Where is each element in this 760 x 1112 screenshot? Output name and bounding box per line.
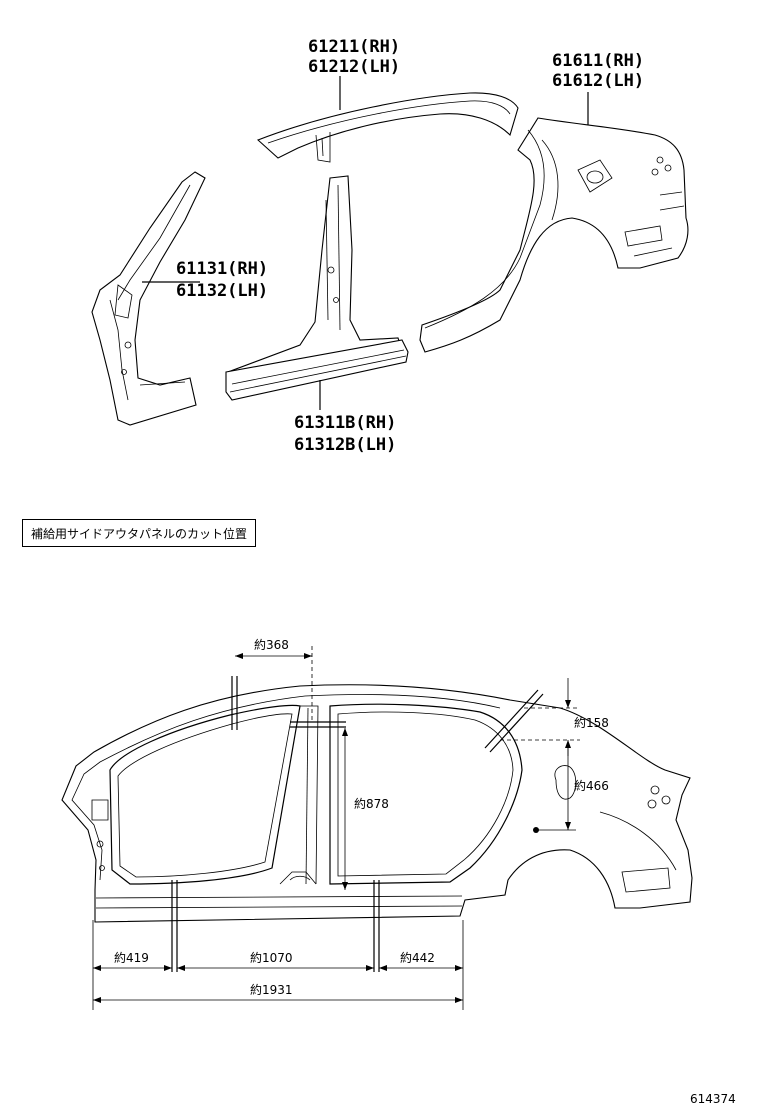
dim-pillar-height: 約878 xyxy=(354,796,389,811)
front-pillar-part xyxy=(91,171,206,426)
dim-mid-rocker: 約1070 xyxy=(250,950,293,965)
quarter-panel-rh-label: 61611(RH) xyxy=(552,51,644,71)
roof-rail-lh-label: 61212(LH) xyxy=(308,57,400,77)
dim-rear-lower: 約466 xyxy=(574,778,609,793)
front-pillar-rh-label: 61131(RH) xyxy=(176,259,268,279)
dimension-lines xyxy=(92,646,580,1010)
rocker-rh-label: 61311B(RH) xyxy=(294,413,396,433)
dim-rear-rocker: 約442 xyxy=(400,950,435,965)
quarter-panel-lh-label: 61612(LH) xyxy=(552,71,644,91)
section-caption: 補給用サイドアウタパネルのカット位置 xyxy=(22,519,257,547)
dim-overall: 約1931 xyxy=(250,982,293,997)
side-outer-panel xyxy=(61,684,693,923)
dim-front-rocker: 約419 xyxy=(114,950,149,965)
roof-side-rail-part xyxy=(256,92,519,163)
document-number: 614374 xyxy=(690,1092,736,1106)
dim-rear-upper: 約158 xyxy=(574,715,609,730)
roof-rail-rh-label: 61211(RH) xyxy=(308,37,400,57)
front-pillar-lh-label: 61132(LH) xyxy=(176,281,268,301)
cut-lines xyxy=(171,676,544,972)
dim-roof-cut: 約368 xyxy=(254,637,289,652)
center-pillar-rocker-part xyxy=(225,175,409,401)
rocker-lh-label: 61312B(LH) xyxy=(294,435,396,455)
quarter-panel-part xyxy=(419,117,689,353)
